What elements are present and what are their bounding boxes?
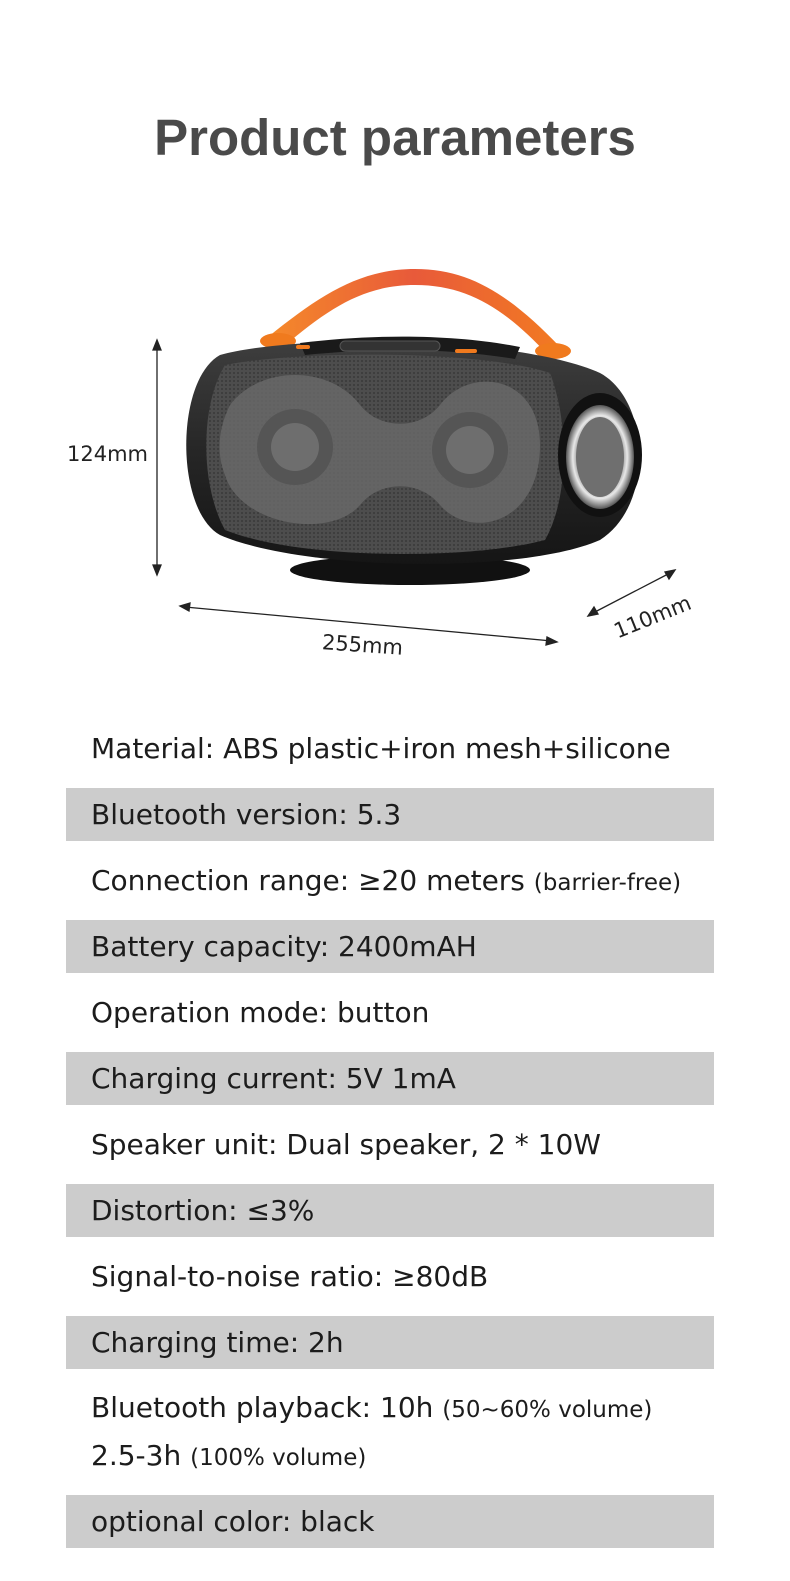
- spec-row-snr: Signal-to-noise ratio: ≥80dB: [91, 1260, 489, 1293]
- spec-note: (barrier-free): [533, 870, 682, 896]
- spec-row-material: Material: ABS plastic+iron mesh+silicone: [91, 732, 671, 765]
- spec-row-charging-current: Charging current: 5V 1mA: [66, 1052, 714, 1105]
- height-label: 124mm: [67, 442, 148, 466]
- speaker-illustration: [152, 269, 677, 646]
- spec-row-operation: Operation mode: button: [91, 996, 430, 1029]
- depth-arrow: [586, 569, 677, 617]
- carry-strap: [268, 269, 560, 355]
- spec-table: Material: ABS plastic+iron mesh+silicone…: [66, 722, 714, 1561]
- spec-row-battery: Battery capacity: 2400mAH: [66, 920, 714, 973]
- spec-row-playback: Bluetooth playback: 10h (50~60% volume) …: [91, 1391, 653, 1473]
- spec-row-bluetooth: Bluetooth version: 5.3: [66, 788, 714, 841]
- spec-row-color: optional color: black: [66, 1495, 714, 1549]
- page-title: Product parameters: [154, 109, 636, 166]
- spec-row-charging-time: Charging time: 2h: [66, 1316, 714, 1369]
- width-arrow: [178, 602, 559, 646]
- spec-row-range: Connection range: ≥20 meters (barrier-fr…: [91, 864, 682, 897]
- spec-row-speaker-unit: Speaker unit: Dual speaker, 2 * 10W: [91, 1128, 601, 1161]
- height-arrow: [152, 338, 162, 577]
- product-figure: 124mm 255mm 110mm: [0, 255, 790, 675]
- spec-row-distortion: Distortion: ≤3%: [66, 1184, 714, 1237]
